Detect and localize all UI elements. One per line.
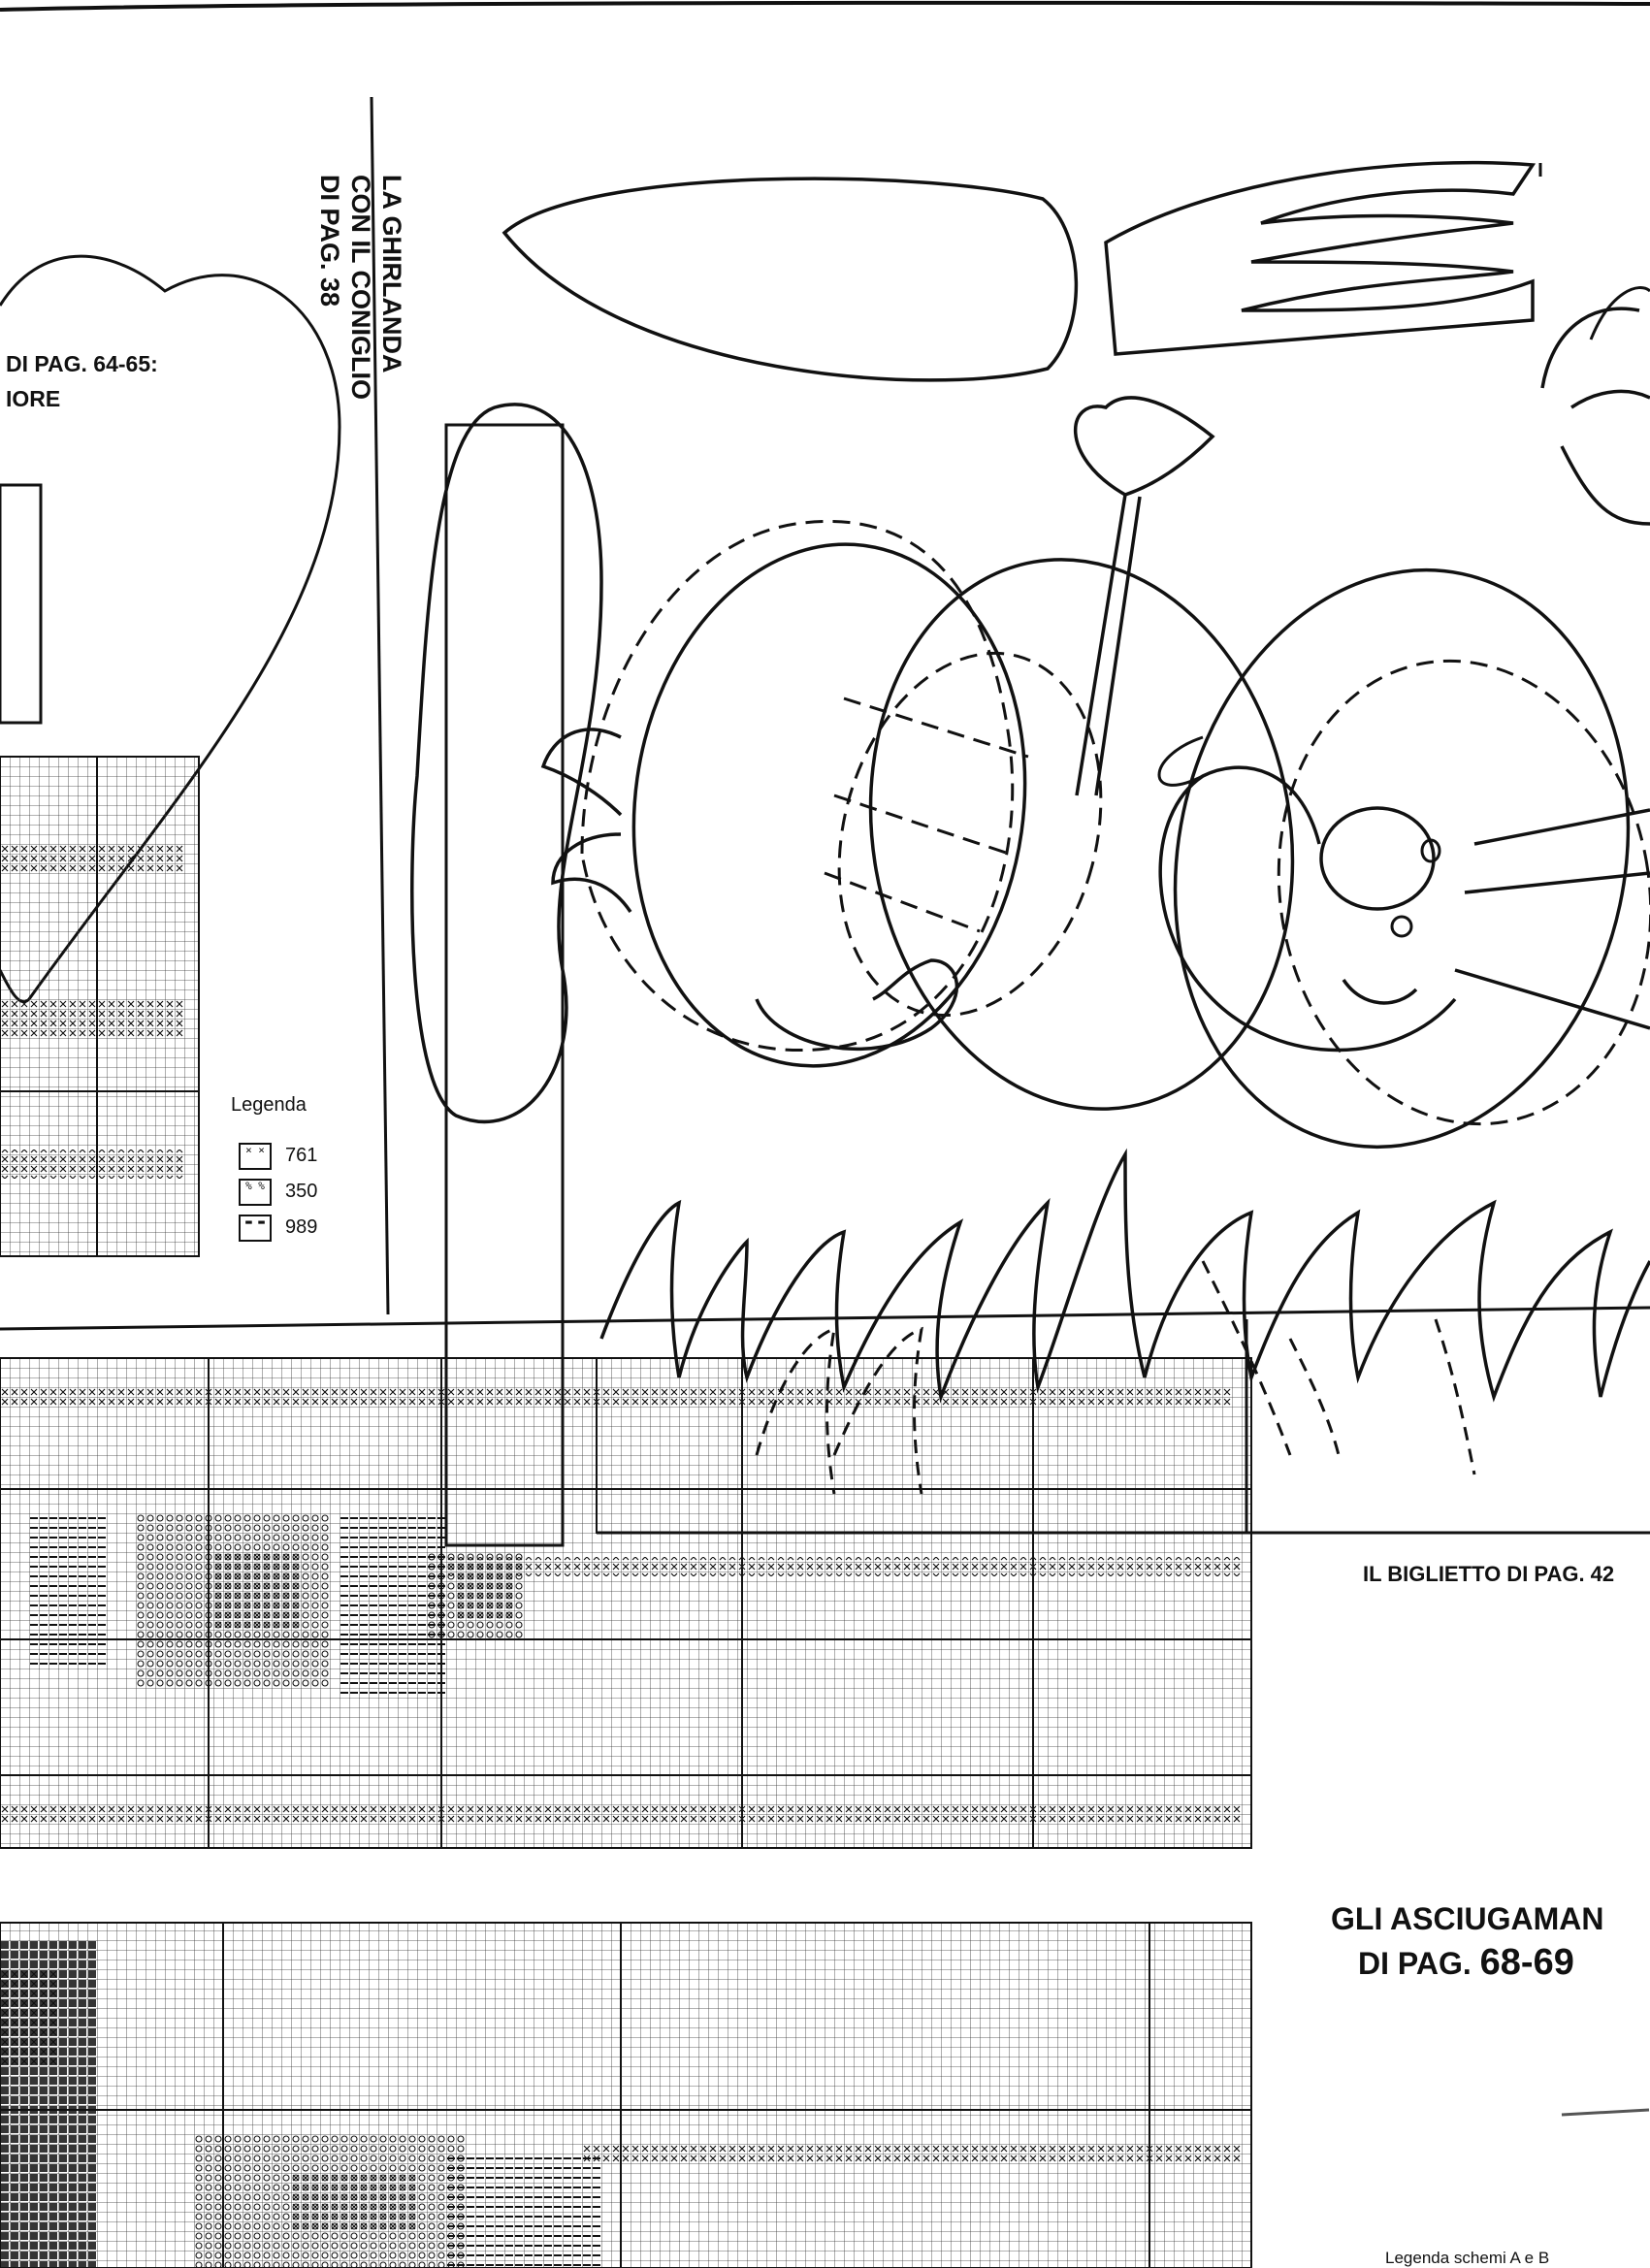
garland-title-line: CON IL CONIGLIO [346,175,375,401]
legend-title: Legenda [231,1094,307,1116]
garland-title-line: DI PAG. 38 [315,175,344,308]
legend-code: 989 [285,1216,318,1238]
towels-title-prefix: DI PAG. [1358,1946,1472,1981]
heart-section-title-line1: DI PAG. 64-65: [6,351,158,376]
garland-title-line: LA GHIRLANDA [377,175,406,373]
towels-title-line1: GLI ASCIUGAMAN [1331,1901,1604,1936]
heart-section-title-line2: IORE [6,386,61,411]
legend-code: 350 [285,1181,318,1202]
legend-symbol-bar: ▬ ▬ [239,1215,272,1242]
garland-title: LA GHIRLANDA CON IL CONIGLIO DI PAG. 38 [314,175,407,400]
card-title: IL BIGLIETTO DI PAG. 42 [1363,1562,1615,1586]
towels-title-pages: 68-69 [1479,1942,1574,1983]
towels-title-line2: DI PAG. 68-69 [1358,1942,1574,1984]
footer-legend-note: Legenda schemi A e B [1385,2249,1550,2267]
legend-symbol-cross: × × [239,1143,272,1170]
legend-code: 761 [285,1145,318,1166]
legend-symbol-percent: % % [239,1179,272,1206]
